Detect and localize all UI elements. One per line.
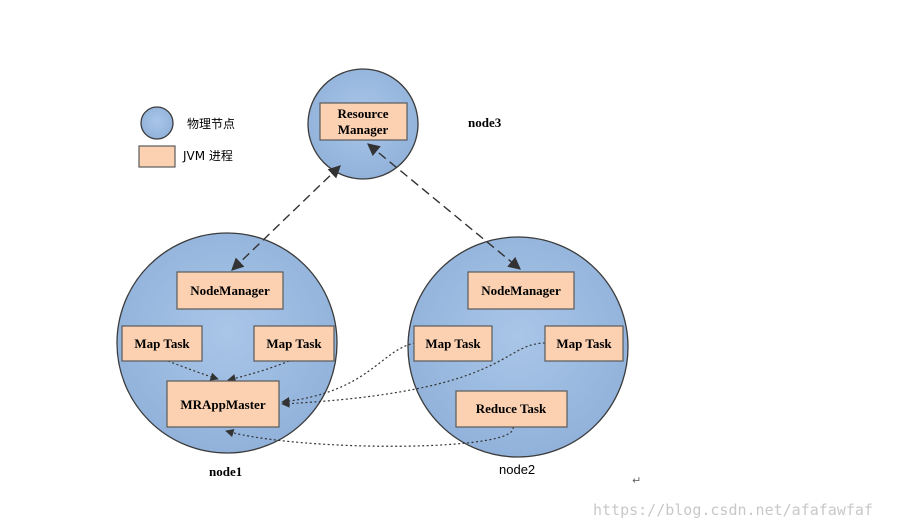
node1-maptask-right-to-master-arrow [227,360,290,383]
node2-maptask-right-label: Map Task [556,336,612,351]
node2-maptask-right-box: Map Task [544,325,624,362]
node2-maptask-left-label: Map Task [425,336,481,351]
node2-maptask-left-to-master-arrow [281,342,416,406]
watermark: https://blog.csdn.net/afafawfaf [593,501,873,519]
node2-maptask-left-box: Map Task [413,325,493,362]
resource-manager-line1: Resource [337,106,388,121]
node1-maptask-left-box: Map Task [121,325,203,362]
node1-maptask-right-label: Map Task [266,336,322,351]
mrappmaster-box: MRAppMaster [166,380,280,428]
node2-nodemanager-box: NodeManager [467,271,575,310]
rm-node2-arrow [367,143,521,270]
node3-label: node3 [468,115,502,130]
legend: 物理节点 JVM 进程 [138,106,235,168]
resource-manager-box: Resource Manager [319,102,408,141]
node1-maptask-left-label: Map Task [134,336,190,351]
return-mark: ↵ [632,474,641,487]
node1-nodemanager-label: NodeManager [190,283,270,298]
node2-nodemanager-label: NodeManager [481,283,561,298]
node1-maptask-right-box: Map Task [253,325,335,362]
legend-physical-node-label: 物理节点 [187,117,235,131]
reduce-task-label: Reduce Task [476,401,547,416]
node2-maptask-right-to-master-arrow [281,342,546,408]
mrappmaster-label: MRAppMaster [180,397,265,412]
node1-nodemanager-box: NodeManager [176,271,284,310]
legend-node-icon [140,106,174,140]
node1-label: node1 [209,464,242,479]
reduce-task-box: Reduce Task [455,390,568,428]
legend-jvm-process-label: JVM 进程 [182,148,233,163]
legend-process-icon [138,145,176,168]
node2-label: node2 [499,462,535,477]
rm-node1-arrow [231,165,341,271]
node1-maptask-left-to-master-arrow [167,360,219,381]
reduce-task-to-master-arrow [225,426,514,447]
resource-manager-line2: Manager [338,122,389,137]
